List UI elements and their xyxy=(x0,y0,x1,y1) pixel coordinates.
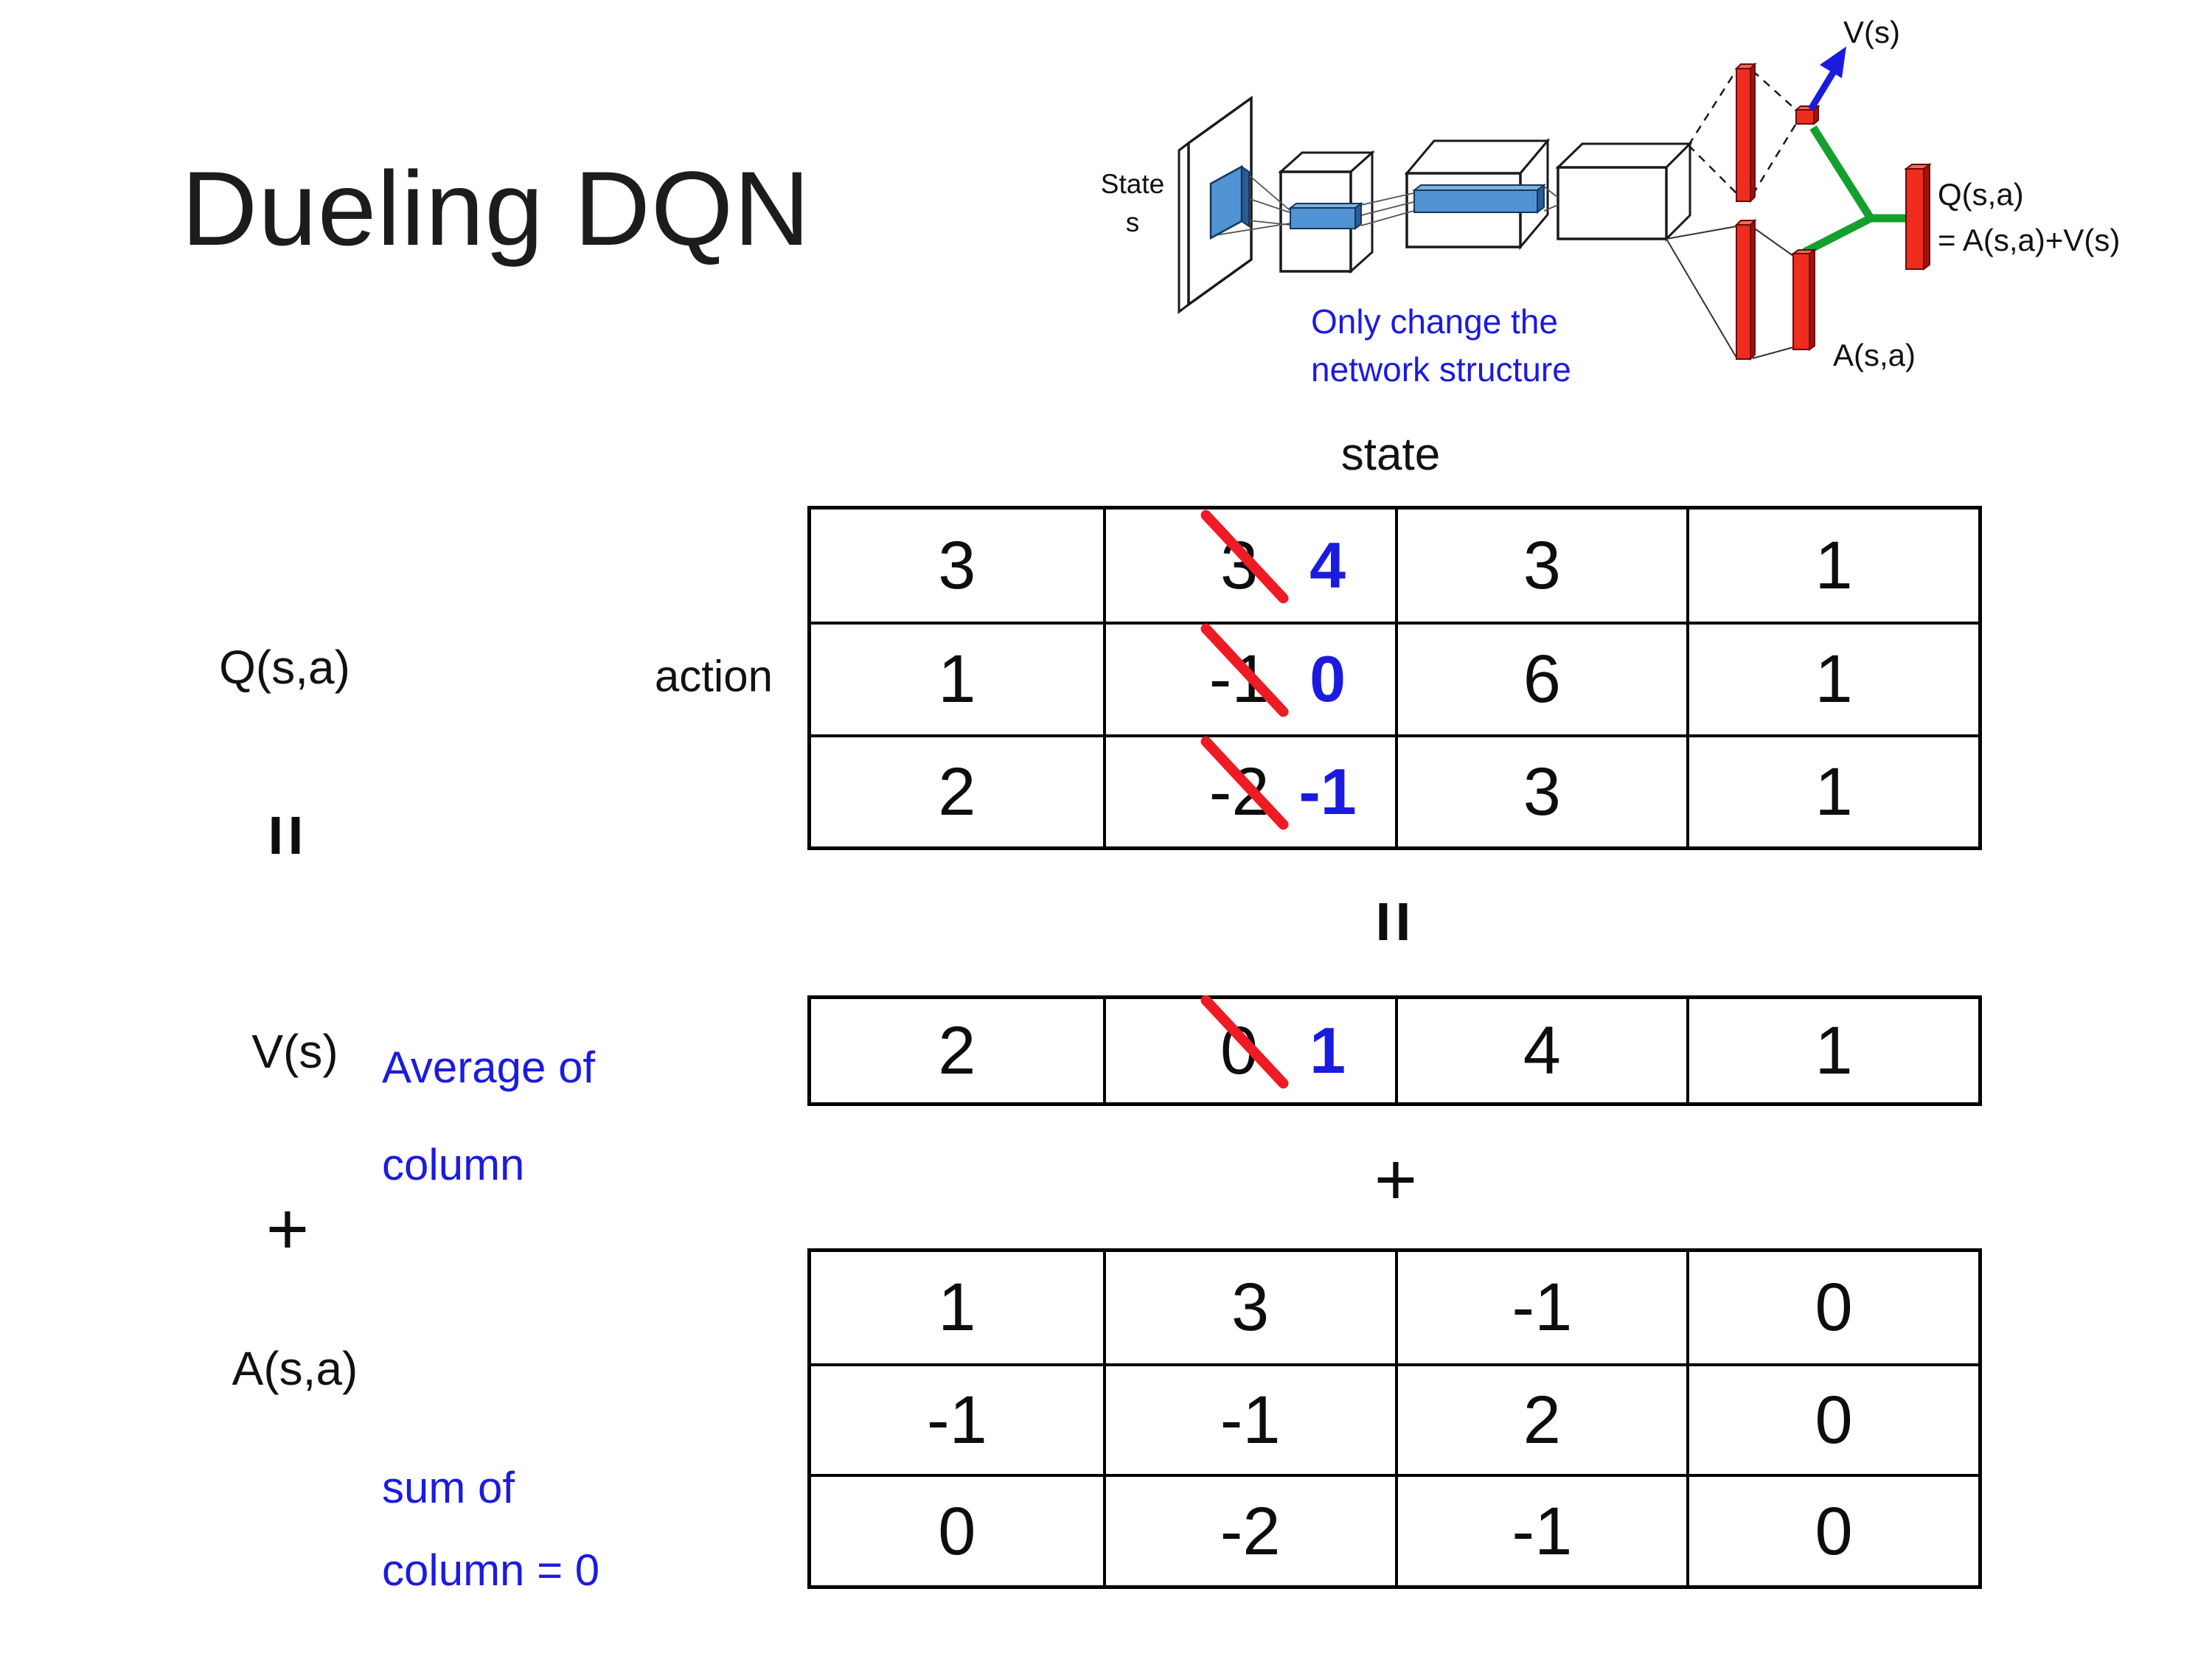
a-cell: -2 xyxy=(1102,1474,1395,1585)
q-table: 3 3 4 3 1 1 -1 0 6 1 2 -2 -1 3 1 xyxy=(807,506,1982,850)
average-note-line1: Average of xyxy=(382,1043,596,1092)
page-title: Dueling DQN xyxy=(181,150,811,268)
sum-note-line1: sum of xyxy=(382,1463,515,1512)
feature-box-2-front xyxy=(1413,189,1538,213)
q-vector-bar xyxy=(1904,163,1932,271)
q-cell-crossed: 3 4 xyxy=(1102,507,1395,622)
equals-sign-left: = xyxy=(245,813,327,858)
fc-bar-bottom xyxy=(1734,218,1757,361)
a-table: 1 3 -1 0 -1 -1 2 0 0 -2 -1 0 xyxy=(807,1248,1982,1589)
a-cell: 1 xyxy=(938,1270,976,1346)
q-cell: 3 xyxy=(938,528,976,604)
replacement-value: 1 xyxy=(1310,1014,1346,1087)
dueling-network-diagram: State s V(s) A(s,a) Q(s,a) = A(s,a)+V(s)… xyxy=(1101,15,2121,389)
feature-box-2-top xyxy=(1412,184,1546,191)
a-cell: -1 xyxy=(811,1363,1103,1475)
q-cell: 6 xyxy=(1394,622,1687,734)
replacement-value: -1 xyxy=(1298,754,1357,828)
q-cell: 1 xyxy=(811,622,1103,734)
a-cell: 0 xyxy=(1686,1363,1978,1475)
a-cell: -1 xyxy=(1394,1252,1687,1363)
v-matrix-label: V(s) xyxy=(251,1025,338,1078)
advantage-stream-lines xyxy=(1666,226,1794,359)
q-cell: 2 xyxy=(811,734,1103,846)
a-cell: -1 xyxy=(1102,1363,1395,1475)
q-matrix-label: Q(s,a) xyxy=(219,641,350,694)
plus-sign-left: + xyxy=(265,1188,310,1270)
a-cell: 3 xyxy=(1102,1252,1395,1363)
diagram-note-line1: Only change the xyxy=(1311,302,1558,341)
q-cell: 3 xyxy=(1394,509,1687,622)
advantage-vector-bar xyxy=(1790,248,1818,351)
input-patch-side xyxy=(1241,165,1250,228)
feature-box-1-cap xyxy=(1354,202,1362,230)
diagram-q-label-line1: Q(s,a) xyxy=(1938,177,2024,212)
q-cell: 1 xyxy=(1686,622,1978,734)
value-arrow xyxy=(1808,46,1846,111)
action-label: action xyxy=(654,651,773,701)
diagram-a-label: A(s,a) xyxy=(1833,338,1916,372)
replacement-value: 4 xyxy=(1310,529,1346,602)
aggregator-green-connector xyxy=(1802,125,1907,256)
value-stream-dashed-lines xyxy=(1687,69,1798,195)
v-table: 2 0 1 4 1 xyxy=(807,992,1982,1106)
q-cell-crossed: -2 -1 xyxy=(1102,734,1395,846)
a-cell: 2 xyxy=(1394,1363,1687,1475)
conv-box-3-front xyxy=(1557,166,1668,240)
v-cell: 1 xyxy=(1686,999,1978,1102)
plus-sign-center: + xyxy=(1374,1138,1418,1221)
a-cell: 0 xyxy=(811,1474,1103,1585)
q-cell: 3 xyxy=(1394,734,1687,846)
v-cell: 4 xyxy=(1394,999,1687,1102)
a-cell: 0 xyxy=(1686,1252,1978,1363)
sum-note-line2: column = 0 xyxy=(382,1545,600,1595)
diagram-note-line2: network structure xyxy=(1311,350,1571,389)
v-cell-crossed: 0 1 xyxy=(1102,992,1395,1102)
feature-box-1-front xyxy=(1290,207,1356,229)
diagram-q-label-line2: = A(s,a)+V(s) xyxy=(1938,223,2120,257)
q-cell: 1 xyxy=(1686,734,1978,846)
diagram-state-label: State xyxy=(1101,169,1164,199)
feature-box-2-cap xyxy=(1537,183,1545,215)
diagram-v-label: V(s) xyxy=(1843,15,1900,49)
state-header: state xyxy=(1340,429,1441,480)
average-note-line2: column xyxy=(382,1140,525,1189)
q-cell: 1 xyxy=(1686,509,1978,622)
q-cell-crossed: -1 0 xyxy=(1102,622,1395,734)
replacement-value: 0 xyxy=(1310,642,1346,716)
a-matrix-label: A(s,a) xyxy=(232,1342,358,1395)
input-patch xyxy=(1209,164,1243,240)
diagram-state-s-label: s xyxy=(1126,207,1140,237)
equals-sign-center: = xyxy=(1352,900,1435,944)
a-cell: 0 xyxy=(1686,1474,1978,1585)
fc-bar-top xyxy=(1734,62,1757,204)
input-plane-side-edge xyxy=(1178,140,1190,315)
v-cell: 2 xyxy=(938,1013,976,1088)
a-cell: -1 xyxy=(1394,1474,1687,1585)
